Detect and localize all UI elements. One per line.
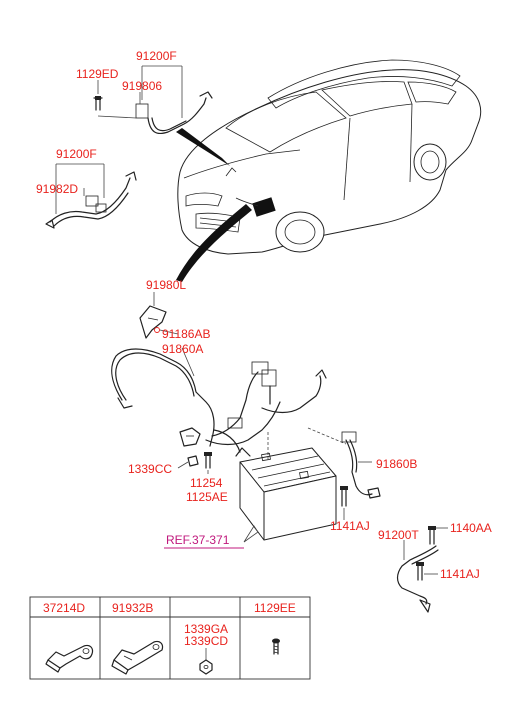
table-header-91932b: 91932B xyxy=(112,601,153,615)
bolt-1129ed xyxy=(93,96,103,111)
parts-table: 37214D 91932B 1129EE 1339GA 1339CD xyxy=(29,596,311,680)
part-37214d-terminal xyxy=(45,644,94,673)
part-1129ee-screw xyxy=(272,638,280,655)
bolt-1141aj-b xyxy=(416,562,424,581)
table-cell-1339cd: 1339CD xyxy=(184,634,228,648)
bolt-11254 xyxy=(204,452,212,469)
label-1141aj-b: 1141AJ xyxy=(440,567,480,581)
pointer-arrow-lower xyxy=(176,204,252,282)
table-header-37214d: 37214D xyxy=(43,601,85,615)
table-cell-1339ga: 1339GA xyxy=(184,622,228,636)
label-91200t: 91200T xyxy=(378,528,419,542)
nut-1339cc xyxy=(187,455,199,467)
car-illustration xyxy=(177,59,482,255)
bolt-1140aa xyxy=(428,526,436,545)
part-91932b-terminal xyxy=(111,640,164,675)
lead-91200t xyxy=(396,526,448,613)
part-1339ga-nut xyxy=(199,648,213,675)
label-1125ae: 1125AE xyxy=(186,490,228,504)
label-1141aj-a: 1141AJ xyxy=(330,519,370,533)
bolt-1141aj-a xyxy=(340,486,348,507)
label-919806: 919806 xyxy=(122,79,162,93)
battery-harness-91860a xyxy=(111,347,327,474)
label-11254: 11254 xyxy=(190,476,223,490)
label-91980l: 91980L xyxy=(146,278,186,292)
pointer-arrow-upper xyxy=(176,128,230,166)
harness-91200f-upper xyxy=(93,65,213,135)
battery xyxy=(239,427,347,543)
label-91186ab: 91186AB xyxy=(162,327,211,341)
label-1129ed: 1129ED xyxy=(76,67,119,81)
ground-lead-91860b xyxy=(340,431,381,520)
label-91200f-mid: 91200F xyxy=(56,147,97,161)
label-91860b: 91860B xyxy=(376,457,417,471)
label-1339cc: 1339CC xyxy=(128,462,172,476)
label-1140aa: 1140AA xyxy=(450,521,492,535)
part-labels: 91200F 1129ED 919806 91200F 91982D 91980… xyxy=(36,49,492,581)
label-91982d: 91982D xyxy=(36,182,78,196)
label-91200f-top: 91200F xyxy=(136,49,177,63)
table-header-1129ee: 1129EE xyxy=(254,601,296,615)
label-ref-37-371: REF.37-371 xyxy=(166,533,230,547)
label-91860a: 91860A xyxy=(162,342,203,356)
bracket-91980l xyxy=(139,292,179,339)
harness-91200f-mid xyxy=(45,163,137,229)
